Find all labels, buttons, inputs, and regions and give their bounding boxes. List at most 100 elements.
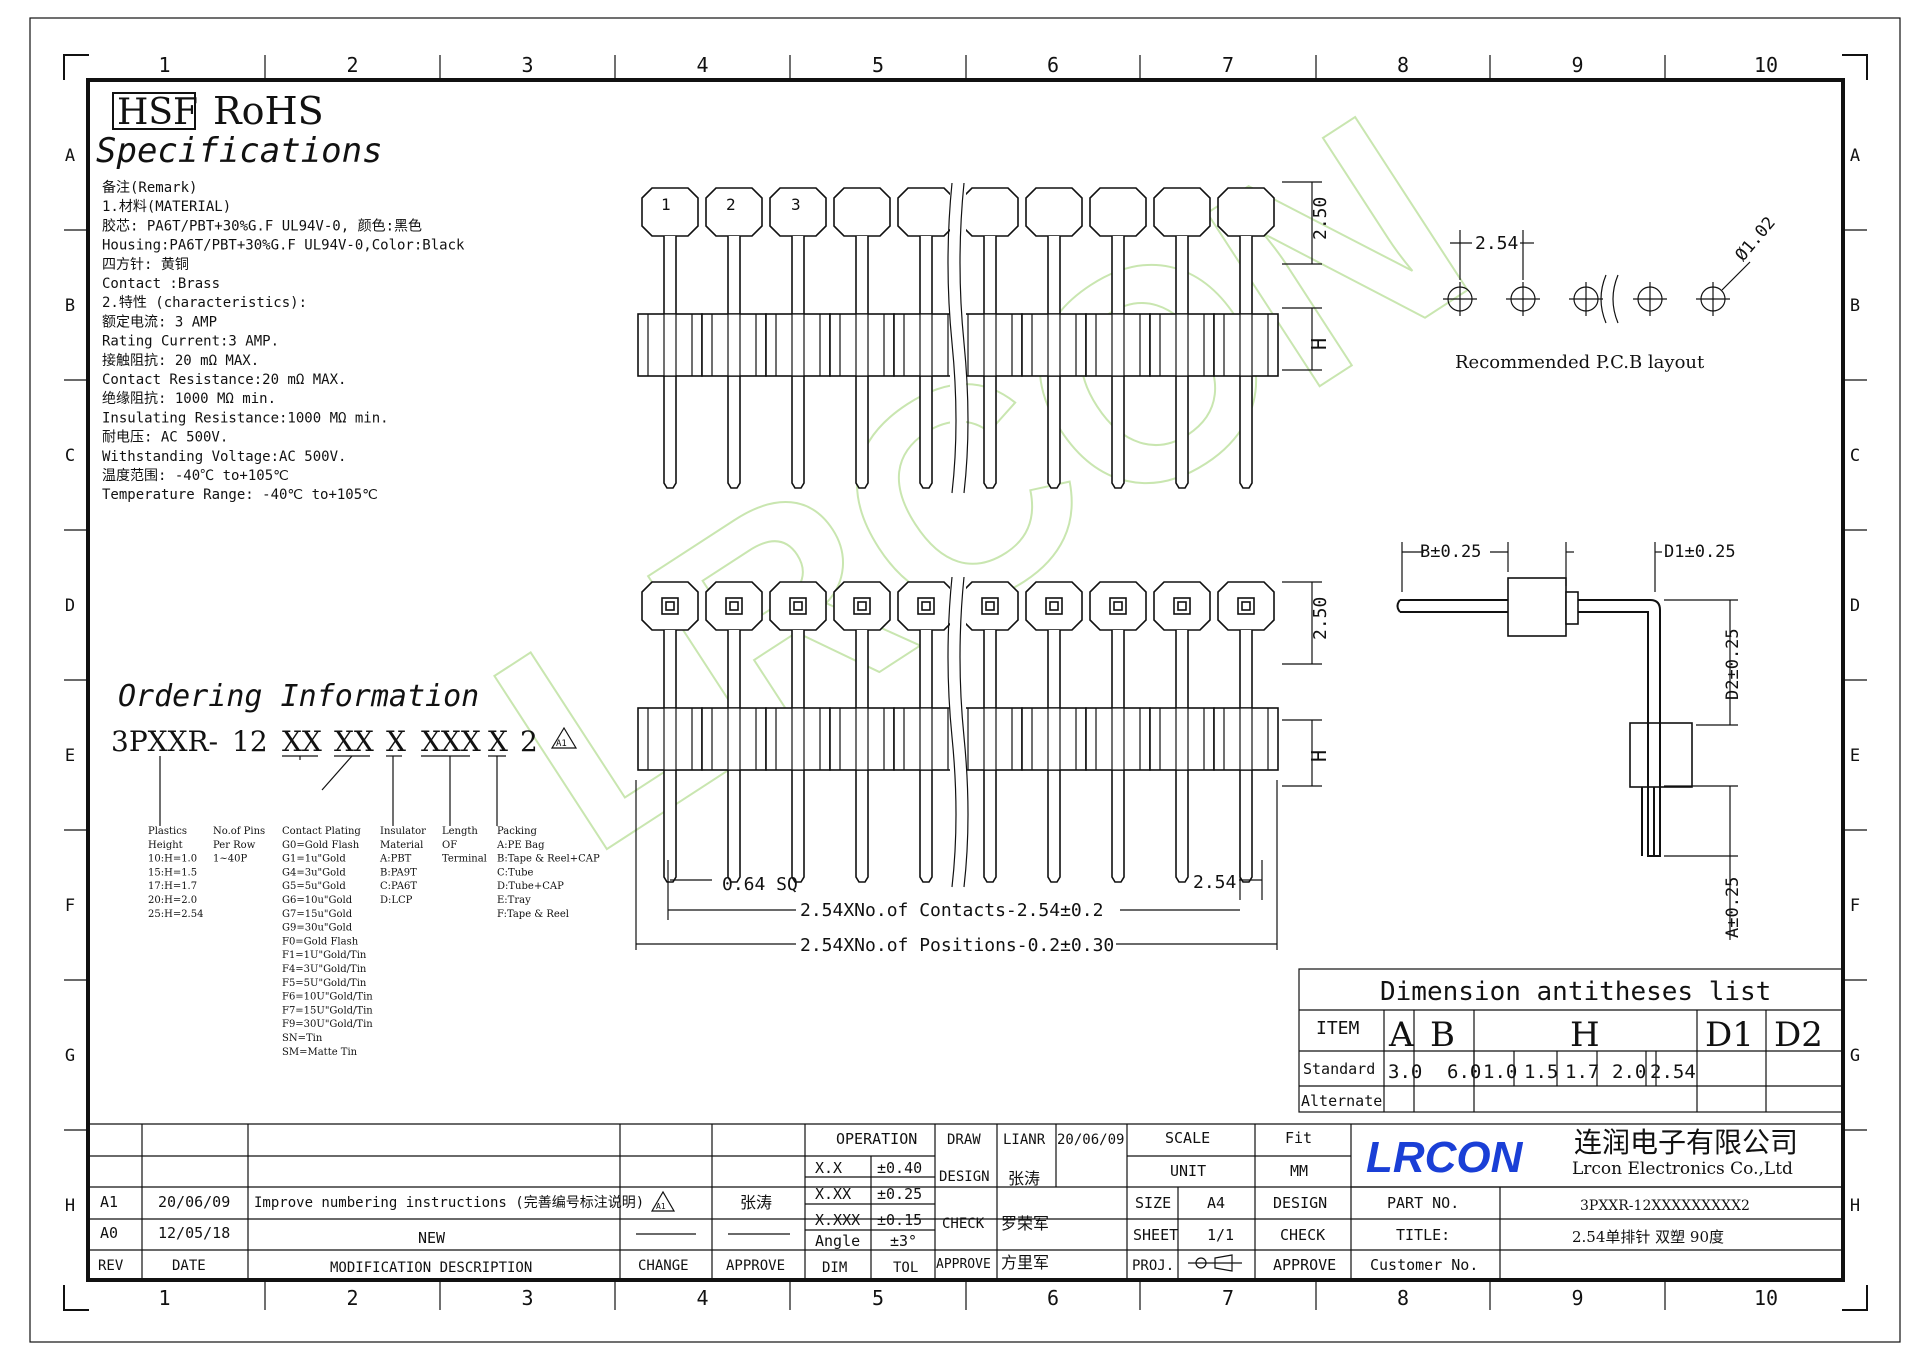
side-view [1396, 577, 1693, 857]
rev-a1-desc: Improve numbering instructions (完善编号标注说明… [254, 1195, 644, 1211]
title-label: TITLE: [1396, 1226, 1450, 1244]
legend-plastics-line: Plastics [148, 826, 187, 837]
company-logo: LRCON [1366, 1133, 1524, 1182]
dim-head-a: A [1388, 1015, 1414, 1055]
corner-marks [63, 54, 1868, 1311]
col-label-2-top: 2 [346, 53, 358, 77]
scale-value: Fit [1285, 1129, 1312, 1147]
spec-line: 胶芯: PA6T/PBT+30%G.F UL94V-0, 颜色:黑色 [102, 217, 422, 234]
spec-line: Withstanding Voltage:AC 500V. [102, 449, 346, 465]
contact-head [769, 187, 827, 237]
row-label-F-right: F [1850, 896, 1860, 916]
svg-text:A1: A1 [556, 739, 567, 749]
rev-a1-approve: 张涛 [740, 1193, 772, 1212]
spec-line: 2.特性 (characteristics): [102, 295, 307, 311]
spec-line: Insulating Resistance:1000 MΩ min. [102, 410, 389, 426]
legend-plastics-line: 25:H=2.54 [148, 909, 203, 920]
company-name-cn: 连润电子有限公司 [1574, 1126, 1798, 1159]
contact-head [1025, 187, 1083, 237]
size-value: A4 [1207, 1194, 1225, 1212]
dim-table-title: Dimension antitheses list [1380, 977, 1771, 1007]
contact-head [833, 187, 891, 237]
standard-a: 3.0 [1388, 1061, 1422, 1083]
sheet-border [29, 17, 1901, 1343]
specifications-title: Specifications [96, 131, 383, 171]
sheet-value: 1/1 [1207, 1226, 1234, 1244]
head-rev: REV [98, 1258, 124, 1274]
col-label-3-bottom: 3 [521, 1286, 533, 1310]
unit-label: UNIT [1170, 1162, 1206, 1180]
col-label-4-top: 4 [696, 53, 708, 77]
legend-packing-line: D:Tube+CAP [497, 881, 564, 892]
col-label-3-top: 3 [521, 53, 533, 77]
col-label-8-top: 8 [1397, 53, 1409, 77]
spec-line: Contact :Brass [102, 276, 220, 292]
change-triangle-icon: A1 [650, 1190, 676, 1212]
h-label-bottom: H [1307, 750, 1331, 762]
legend-plating-line: G9=30u"Gold [282, 923, 353, 934]
revision-triangle-icon: A1 [550, 726, 578, 749]
legend-plating-line: G6=10u"Gold [282, 895, 353, 906]
rev-a1-date: 20/06/09 [158, 1193, 230, 1211]
legend-plating-line: F4=3U"Gold/Tin [282, 964, 367, 975]
legend-length-line: Terminal [442, 854, 487, 865]
draw-name: LIANR [1003, 1132, 1046, 1148]
standard-h-2: 1.7 [1565, 1061, 1599, 1083]
ordering-legends: PlasticsHeight10:H=1.015:H=1.517:H=1.720… [148, 826, 600, 1058]
contacts-label: 2.54XNo.of Contacts-2.54±0.2 [800, 900, 1103, 921]
legend-plating-line: F7=15U"Gold/Tin [282, 1005, 373, 1016]
col-label-9-top: 9 [1571, 53, 1583, 77]
pitch-label: 2.54 [1193, 872, 1236, 893]
draw-label: DRAW [947, 1132, 981, 1148]
tol-xx-label: X.X [815, 1159, 842, 1177]
col-label-6-bottom: 6 [1047, 1286, 1059, 1310]
pin-number-1: 1 [661, 195, 671, 214]
col-label-6-top: 6 [1047, 53, 1059, 77]
legend-plastics-line: 10:H=1.0 [148, 854, 197, 865]
tol-label: TOL [893, 1260, 918, 1276]
spec-line: Contact Resistance:20 mΩ MAX. [102, 372, 346, 388]
code-prefix: 3PXXR- [111, 725, 218, 758]
legend-plastics-line: Height [148, 840, 183, 851]
unit-value: MM [1290, 1162, 1308, 1180]
tol-xxx-value: ±0.25 [877, 1185, 922, 1203]
contact-head [1089, 187, 1147, 237]
legend-insulator-line: B:PA9T [380, 867, 417, 878]
top-view [637, 182, 1279, 494]
title-block-lines [88, 1123, 1843, 1280]
part-no-label: PART NO. [1387, 1194, 1459, 1212]
check2-label: CHECK [1280, 1226, 1325, 1244]
design-label: DESIGN [939, 1169, 990, 1185]
dim-table-item: ITEM [1316, 1018, 1360, 1039]
legend-insulator-line: A:PBT [379, 854, 412, 865]
tol-dividers [805, 1176, 935, 1231]
spec-line: 接触阻抗: 20 mΩ MAX. [102, 352, 259, 369]
legend-plating-line: SM=Matte Tin [282, 1047, 358, 1058]
rev-a0-date: 12/05/18 [158, 1224, 230, 1242]
spec-line: 1.材料(MATERIAL) [102, 199, 231, 215]
head-desc: MODIFICATION DESCRIPTION [330, 1260, 532, 1276]
legend-insulator-line: C:PA6T [380, 881, 417, 892]
legend-insulator-line: D:LCP [380, 895, 413, 906]
tol-xxxx-label: X.XXX [815, 1211, 860, 1229]
head-date: DATE [172, 1258, 206, 1274]
rev-a1: A1 [100, 1193, 118, 1211]
rohs-label: RoHS [213, 89, 324, 133]
dimension-table [1298, 968, 1844, 1113]
legend-plastics-line: 15:H=1.5 [148, 867, 197, 878]
standard-h-3: 2.0 [1612, 1061, 1646, 1083]
legend-packing-line: E:Tray [497, 895, 531, 906]
legend-plating-line: F6=10U"Gold/Tin [282, 992, 373, 1003]
legend-pins-line: No.of Pins [213, 826, 265, 837]
legend-packing-line: B:Tape & Reel+CAP [497, 854, 600, 865]
col-label-8-bottom: 8 [1397, 1286, 1409, 1310]
contact-head [961, 187, 1019, 237]
tol-xx-value: ±0.40 [877, 1159, 922, 1177]
legend-length-line: OF [442, 840, 457, 851]
dim-head-h: H [1570, 1015, 1600, 1055]
col-label-1-bottom: 1 [158, 1286, 170, 1310]
row-label-C-right: C [1850, 446, 1860, 466]
pcb-caption: Recommended P.C.B layout [1455, 352, 1705, 373]
col-label-1-top: 1 [158, 53, 170, 77]
